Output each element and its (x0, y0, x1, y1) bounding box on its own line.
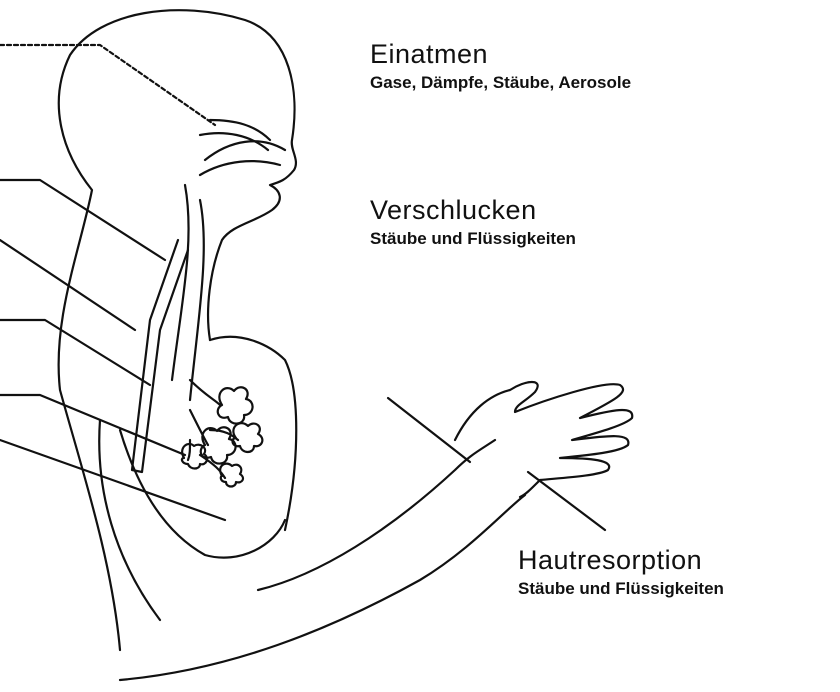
arm-back (99, 420, 160, 620)
torso-front (210, 337, 296, 530)
ingestion-title: Verschlucken (370, 196, 576, 226)
forearm-lower (120, 495, 525, 680)
inhalation-title: Einatmen (370, 40, 631, 70)
skin-arrow-2 (528, 472, 605, 530)
pointer-line-6 (0, 440, 225, 520)
hand (455, 382, 632, 497)
skin-arrow-1 (388, 398, 470, 462)
ingestion-substances: Stäube und Flüssigkeiten (370, 230, 576, 249)
nasal-cavity (200, 120, 270, 150)
pointer-line-4 (0, 320, 150, 385)
label-inhalation: Einatmen Gase, Dämpfe, Stäube, Aerosole (370, 40, 631, 92)
pointer-line-5 (0, 395, 185, 455)
pointer-line-3 (0, 240, 135, 330)
lungs (182, 380, 262, 487)
pointer-line-2 (0, 180, 165, 260)
label-ingestion: Verschlucken Stäube und Flüssigkeiten (370, 196, 576, 248)
inhalation-substances: Gase, Dämpfe, Stäube, Aerosole (370, 74, 631, 93)
pointer-line-1 (0, 45, 215, 125)
skin-absorption-title: Hautresorption (518, 546, 724, 576)
label-skin-absorption: Hautresorption Stäube und Flüssigkeiten (518, 546, 724, 598)
airway (172, 141, 285, 400)
head-outline (59, 10, 296, 650)
skin-absorption-substances: Stäube und Flüssigkeiten (518, 580, 724, 599)
upper-arm (258, 440, 495, 590)
